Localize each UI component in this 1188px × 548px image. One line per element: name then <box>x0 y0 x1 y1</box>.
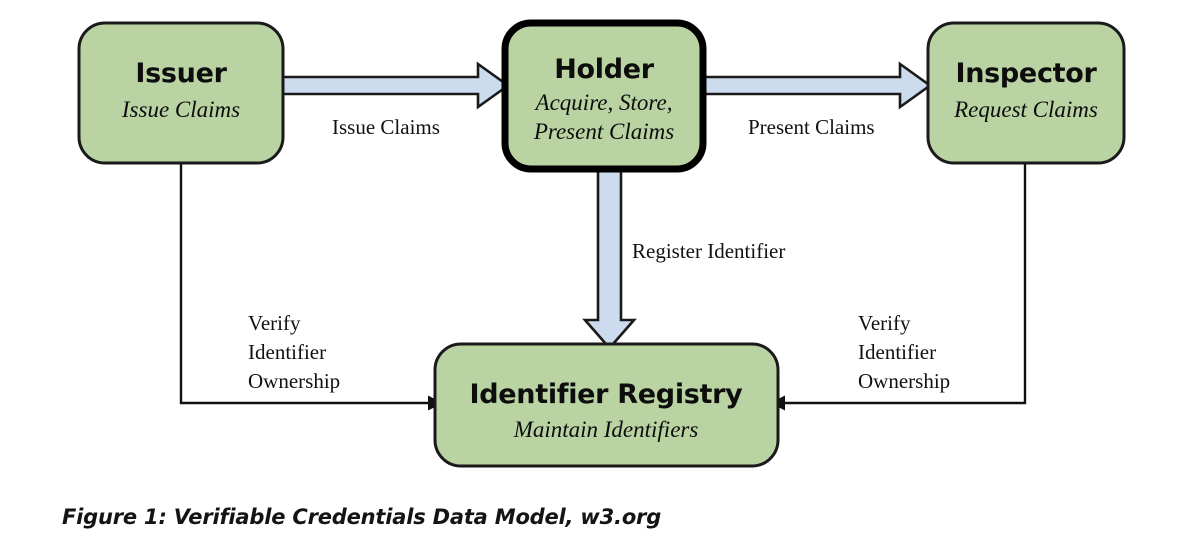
inspector-verify-label-line1: Verify <box>858 311 911 335</box>
inspector-verify-line <box>785 163 1027 405</box>
present-claims-block-arrow <box>701 61 933 110</box>
holder-title: Holder <box>554 54 655 85</box>
issuer-box[interactable] <box>77 21 285 165</box>
inspector-verify-label-line2: Identifier <box>858 340 936 364</box>
edge-present-claims-arrow <box>701 61 933 110</box>
node-issuer[interactable]: Issuer Issue Claims <box>77 21 285 165</box>
inspector-box[interactable] <box>926 21 1126 165</box>
identifier-registry-title: Identifier Registry <box>470 379 744 410</box>
inspector-title: Inspector <box>955 58 1097 89</box>
issuer-title: Issuer <box>135 58 227 89</box>
edge-issue-claims-arrow <box>279 61 511 110</box>
inspector-subtitle: Request Claims <box>953 97 1098 122</box>
edge-label-issuer-verify: Verify Identifier Ownership <box>248 311 340 393</box>
inspector-verify-label-line3: Ownership <box>858 369 950 393</box>
figure-caption: Figure 1: Verifiable Credentials Data Mo… <box>62 505 662 529</box>
identifier-registry-subtitle: Maintain Identifiers <box>513 417 699 442</box>
holder-subtitle-line2: Present Claims <box>533 119 674 144</box>
edge-label-register-identifier: Register Identifier <box>632 239 785 263</box>
edge-label-present-claims: Present Claims <box>748 115 875 139</box>
register-identifier-block-arrow <box>582 166 637 350</box>
issuer-subtitle: Issue Claims <box>121 97 240 122</box>
issuer-verify-label-line2: Identifier <box>248 340 326 364</box>
edge-label-inspector-verify: Verify Identifier Ownership <box>858 311 950 393</box>
node-inspector[interactable]: Inspector Request Claims <box>926 21 1126 165</box>
issuer-verify-line <box>179 163 428 405</box>
identifier-registry-box[interactable] <box>433 342 780 468</box>
node-holder[interactable]: Holder Acquire, Store, Present Claims <box>501 19 707 173</box>
edge-register-identifier-arrow <box>582 166 637 350</box>
node-identifier-registry[interactable]: Identifier Registry Maintain Identifiers <box>433 342 780 468</box>
holder-subtitle-line1: Acquire, Store, <box>534 90 673 115</box>
edge-label-issue-claims: Issue Claims <box>332 115 440 139</box>
issuer-verify-label-line3: Ownership <box>248 369 340 393</box>
issue-claims-block-arrow <box>279 61 511 110</box>
issuer-verify-label-line1: Verify <box>248 311 301 335</box>
holder-box[interactable] <box>501 19 707 173</box>
